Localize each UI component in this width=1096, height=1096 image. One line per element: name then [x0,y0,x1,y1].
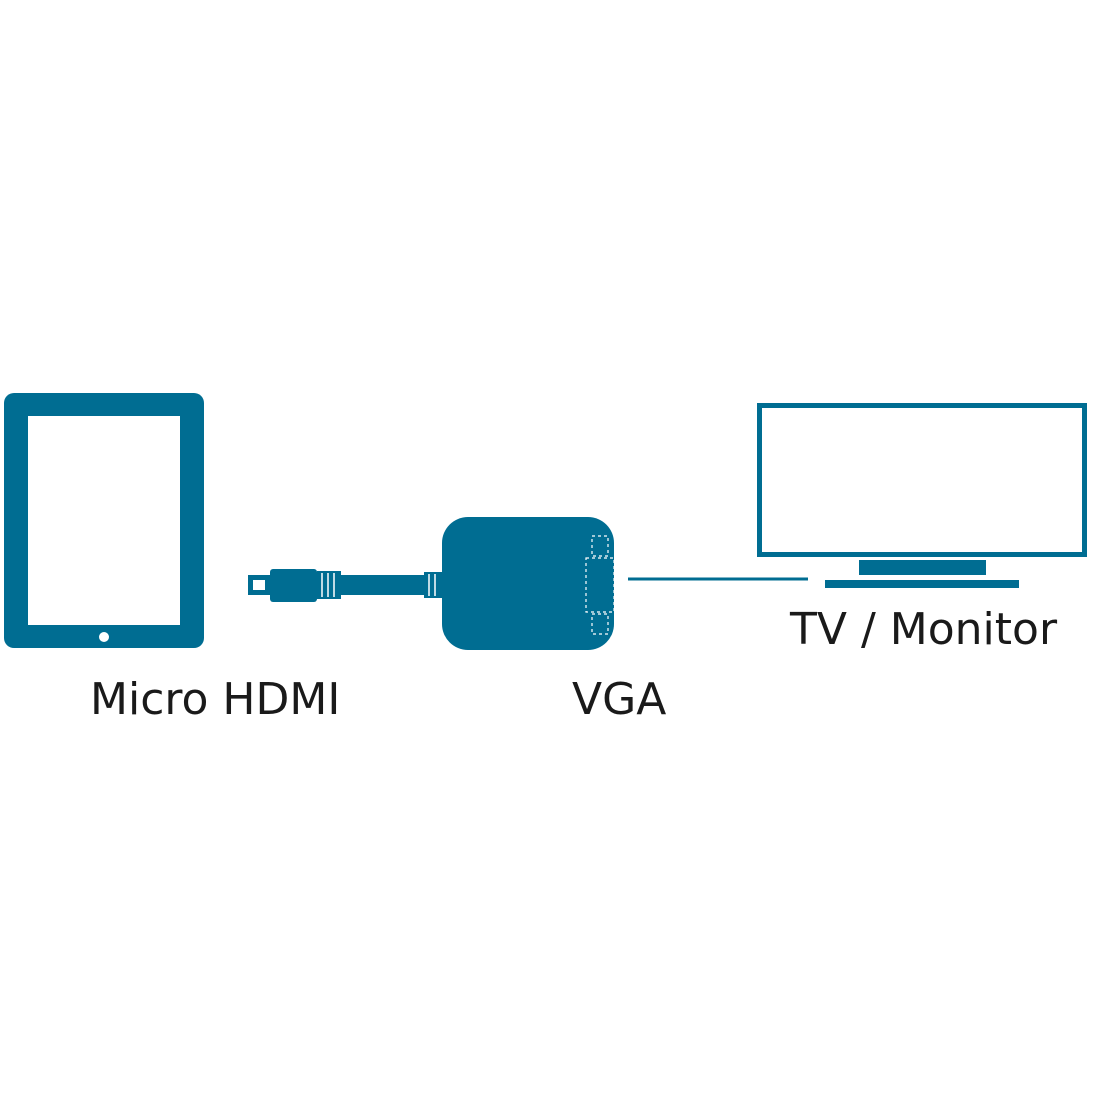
adapter-icon [442,517,615,650]
monitor-label: TV / Monitor [790,604,1058,655]
tablet-label: Micro HDMI [90,674,341,725]
monitor-icon [757,403,1087,588]
tablet-icon [4,393,204,648]
adapter-label: VGA [572,674,667,725]
micro-hdmi-plug-icon [248,569,444,602]
